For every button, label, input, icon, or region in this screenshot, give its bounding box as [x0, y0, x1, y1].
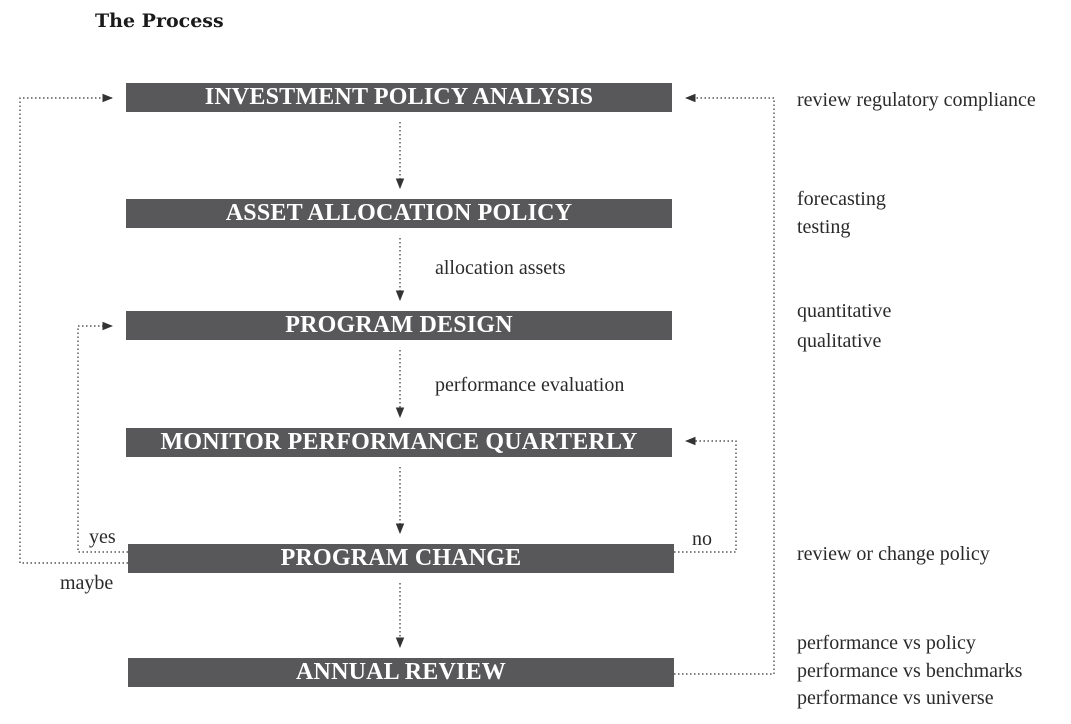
- step-annual-review: ANNUAL REVIEW: [128, 658, 674, 687]
- note-testing: testing: [797, 216, 851, 238]
- note-forecasting: forecasting: [797, 188, 886, 210]
- note-vs-universe: performance vs universe: [797, 687, 994, 709]
- step-program-design: PROGRAM DESIGN: [126, 311, 672, 340]
- note-qualitative: qualitative: [797, 330, 882, 352]
- edge-label-allocation: allocation assets: [435, 257, 566, 279]
- step-asset-allocation-policy: ASSET ALLOCATION POLICY: [126, 199, 672, 228]
- note-review-change: review or change policy: [797, 543, 990, 565]
- step-monitor-performance-quarterly: MONITOR PERFORMANCE QUARTERLY: [126, 428, 672, 457]
- edge-label-maybe: maybe: [60, 572, 114, 594]
- edge-label-performance: performance evaluation: [435, 374, 625, 396]
- step-investment-policy-analysis: INVESTMENT POLICY ANALYSIS: [126, 83, 672, 112]
- loop-no: [674, 436, 737, 553]
- loop-maybe: [19, 93, 128, 564]
- page-title: The Process: [95, 10, 224, 32]
- edge-label-yes: yes: [89, 526, 116, 548]
- note-regulatory: review regulatory compliance: [797, 89, 1036, 111]
- note-vs-benchmarks: performance vs benchmarks: [797, 660, 1023, 682]
- edge-label-no: no: [692, 528, 712, 550]
- loop-annual-review: [674, 93, 775, 675]
- note-quantitative: quantitative: [797, 300, 892, 322]
- note-vs-policy: performance vs policy: [797, 632, 976, 654]
- step-program-change: PROGRAM CHANGE: [128, 544, 674, 573]
- loop-yes: [77, 321, 128, 553]
